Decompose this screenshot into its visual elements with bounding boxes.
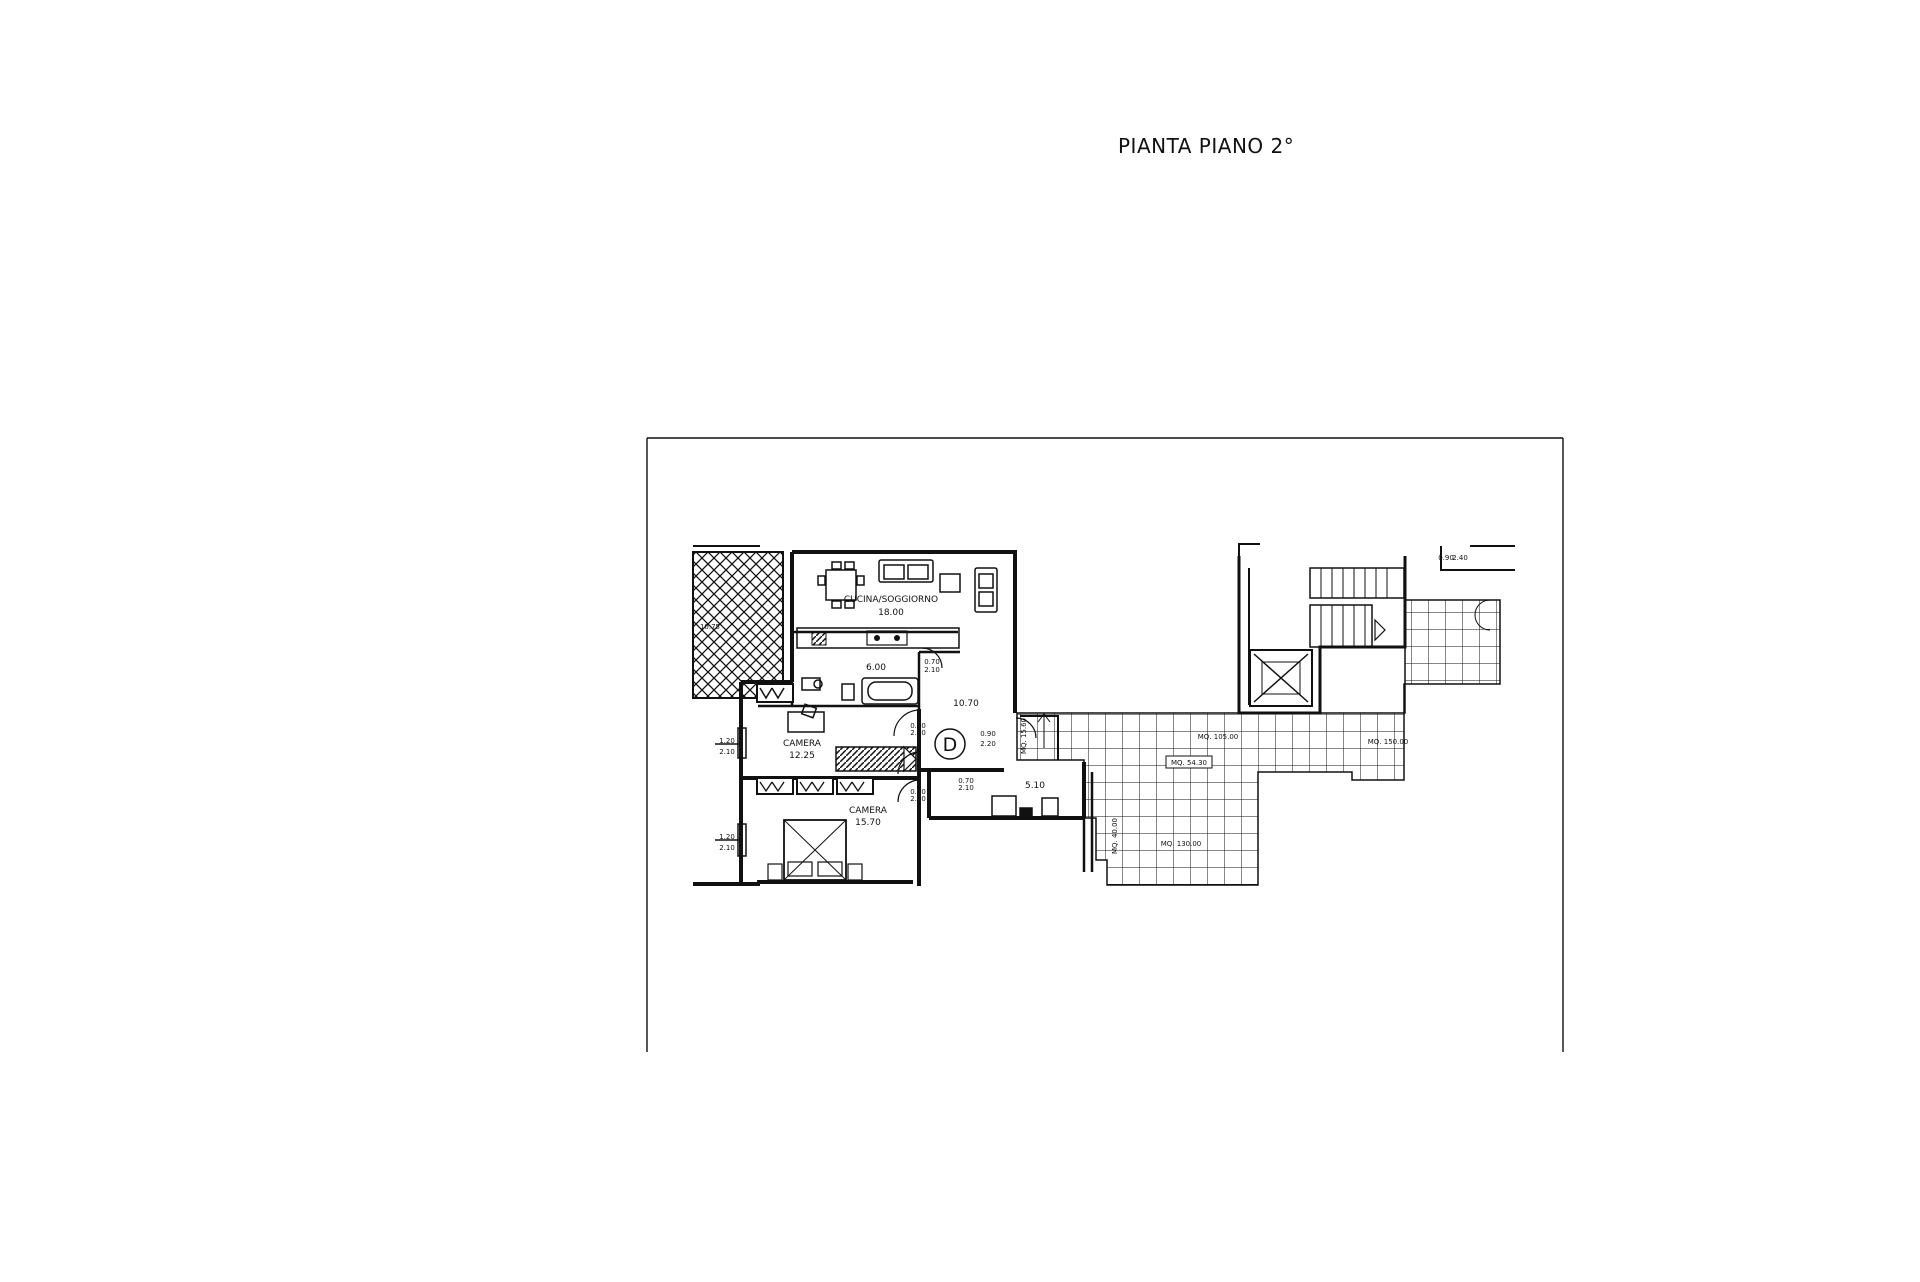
windows bbox=[715, 727, 747, 857]
door-bath-width: 0.70 bbox=[924, 658, 940, 666]
room-name-bedroom-1: CAMERA bbox=[783, 739, 822, 749]
window-2-height: 2.10 bbox=[719, 844, 735, 852]
window-2-width: 1.20 bbox=[719, 833, 735, 841]
door-bedroom-2-height: 2.10 bbox=[910, 795, 926, 803]
kitchen-counter bbox=[796, 627, 960, 649]
door-bedroom-2-width: 0.80 bbox=[910, 788, 926, 796]
terrace-area-130: MQ. 130.00 bbox=[1161, 840, 1202, 848]
dining-table bbox=[817, 561, 865, 609]
utility-fixtures bbox=[991, 795, 1059, 819]
entrance-marker: D bbox=[934, 728, 966, 760]
door-utility-width: 0.70 bbox=[958, 777, 974, 785]
door-bath-height: 2.10 bbox=[924, 666, 940, 674]
door-bedroom-1-height: 2.10 bbox=[910, 729, 926, 737]
room-name-kitchen-living: CUCINA/SOGGIORNO bbox=[844, 595, 938, 605]
window-1-width: 1.20 bbox=[719, 737, 735, 745]
terrace-area-150: MQ. 150.00 bbox=[1368, 738, 1409, 746]
apartment-walls bbox=[693, 550, 1086, 886]
room-area-kitchen-living: 18.00 bbox=[878, 608, 904, 618]
balcony bbox=[692, 545, 784, 699]
window-1-height: 2.10 bbox=[719, 748, 735, 756]
bedroom-1-furniture bbox=[756, 683, 917, 773]
room-area-bedroom-1: 12.25 bbox=[789, 751, 815, 761]
room-name-bedroom-2: CAMERA bbox=[849, 806, 888, 816]
room-area-utility: 5.10 bbox=[1025, 781, 1045, 791]
entrance-width: 0.90 bbox=[980, 730, 996, 738]
terrace-area-40: MQ. 40.00 bbox=[1111, 818, 1119, 854]
entrance-height: 2.20 bbox=[980, 740, 996, 748]
room-area-bedroom-2: 15.70 bbox=[855, 818, 881, 828]
room-area-hallway: 10.70 bbox=[953, 699, 979, 709]
terrace-area-105: MQ. 105.00 bbox=[1198, 733, 1239, 741]
stair-door-width: 0.90 bbox=[1438, 554, 1454, 562]
terrace bbox=[1016, 599, 1501, 886]
stair-door-height: 2.40 bbox=[1452, 554, 1468, 562]
door-bedroom-1-width: 0.80 bbox=[910, 722, 926, 730]
door-utility-height: 2.10 bbox=[958, 784, 974, 792]
room-area-bathroom: 6.00 bbox=[866, 663, 886, 673]
terrace-area-54: MQ. 54.30 bbox=[1171, 759, 1207, 767]
room-area-balcony: 10.75 bbox=[700, 623, 720, 631]
drawing-frame bbox=[646, 437, 1564, 1052]
entrance-marker-label: D bbox=[943, 734, 958, 756]
bathroom-fixtures bbox=[801, 677, 919, 705]
stairwell bbox=[1237, 543, 1515, 715]
page-title: PIANTA PIANO 2° bbox=[1118, 134, 1295, 158]
terrace-area-15: MQ. 15.60 bbox=[1020, 718, 1028, 754]
sofa bbox=[878, 559, 998, 613]
bedroom-2-furniture bbox=[756, 777, 874, 881]
